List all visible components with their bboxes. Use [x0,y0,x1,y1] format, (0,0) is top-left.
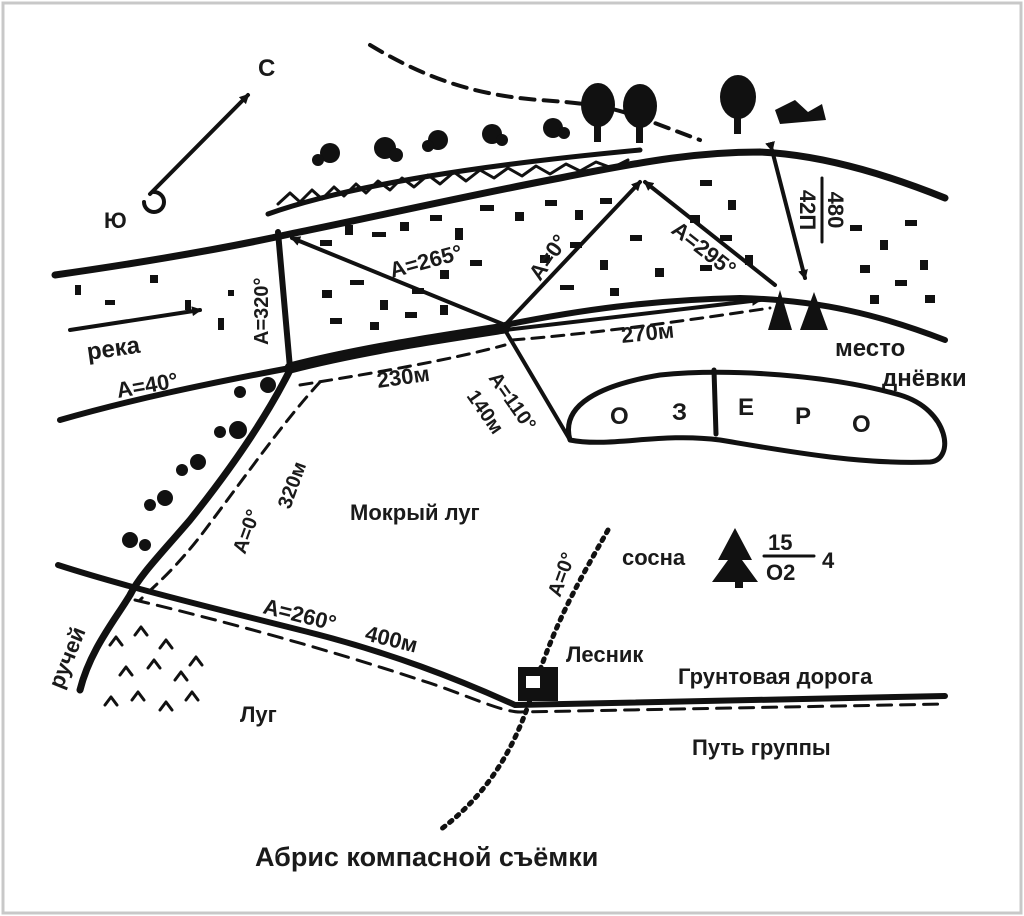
route-230m-dashed [298,343,507,387]
wet-meadow-label: Мокрый луг [350,500,480,525]
svg-text:З: З [672,399,687,426]
distance-320m: 320м [274,459,311,512]
hatched-riverbank [265,147,643,217]
camp-label-line1: место [835,335,905,362]
vector-a295 [643,180,777,287]
group-path-dashed [133,598,947,714]
svg-text:О2: О2 [766,560,795,585]
pine-tree-icon [712,528,758,588]
bearing-a0-forest: А=0° [524,230,573,285]
dirt-road-label: Грунтовая дорога [678,664,873,689]
stream-line [76,366,294,694]
svg-text:480: 480 [823,192,848,229]
lake-crossing [711,367,719,437]
compass-north-label: С [258,55,275,82]
stream-dashed [138,380,322,602]
compass-south-label: Ю [104,208,127,233]
river-bank-north [51,148,949,279]
pine-label: сосна [622,545,686,570]
bushes-row [312,118,570,166]
camp-tents-icon [768,290,828,330]
svg-text:Р: Р [795,403,811,430]
river-bank-mid [502,295,948,343]
camp-label-line2: днёвки [882,365,967,392]
svg-text:О: О [610,403,629,430]
pine-marker-fraction: 15 О2 4 [762,530,835,585]
vector-a0-forest [503,180,642,327]
bearing-a265: А=265° [387,239,465,282]
svg-text:О: О [852,411,871,438]
meadow-grass [103,625,204,712]
group-path-label: Путь группы [692,735,831,760]
map-title: Абрис компасной съёмки [255,842,598,872]
forester-hut-icon [518,667,558,701]
route-270m-dashed [510,306,772,342]
svg-text:42П: 42П [795,190,820,230]
forester-label: Лесник [566,642,644,667]
svg-text:Е: Е [738,394,754,421]
camp-bridge-fraction: 480 42П [795,176,848,244]
route-230m [284,322,511,374]
svg-text:15: 15 [768,530,792,555]
bearing-a40: А=40° [115,368,180,403]
bridge-crossing-line [275,229,293,371]
svg-text:4: 4 [822,548,835,573]
distance-270m: 270м [620,318,675,348]
route-station-to-lake [503,328,572,442]
meadow-label: Луг [240,702,277,727]
distance-230m: 230м [375,361,431,393]
lake-label: О З Е Р О [610,394,871,438]
river-bank-south [57,365,293,423]
lake-outline [566,369,948,465]
compass-rose: С Ю [104,55,275,233]
vector-270m [503,295,762,332]
vector-a265 [290,236,507,327]
bushes-stream [122,377,276,551]
forest-trees-top [581,75,826,143]
camp-bridge-line [765,141,808,280]
dirt-road [55,562,948,708]
bearing-a0-stream: А=0° [229,507,265,557]
river-label: река [85,332,142,366]
river-flow-arrow [68,306,202,332]
bearing-a320: А=320° [251,278,273,346]
